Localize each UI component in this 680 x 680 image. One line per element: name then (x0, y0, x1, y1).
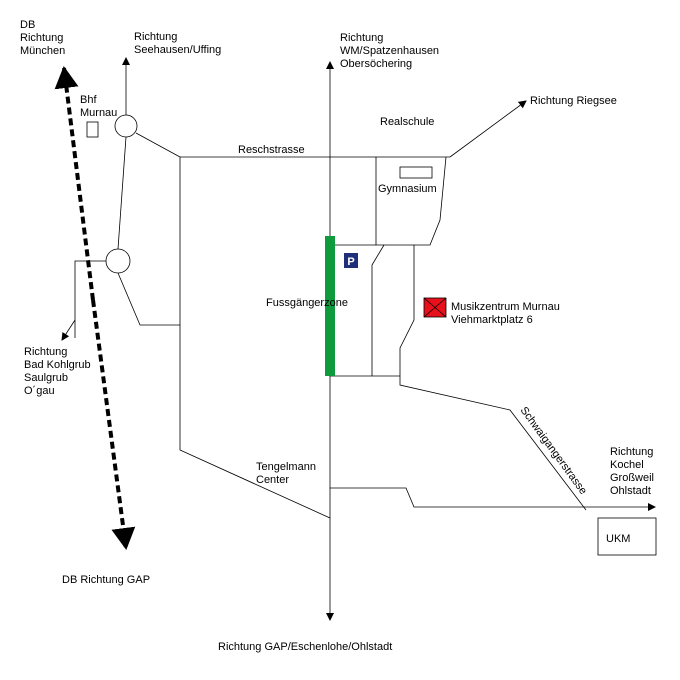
label-wm: Richtung WM/Spatzenhausen Obersöchering (340, 32, 442, 70)
station-building (86, 121, 99, 138)
roundabout-west (105, 248, 131, 274)
town-blocks (330, 156, 587, 511)
label-db-gap: DB Richtung GAP (62, 574, 150, 586)
parking-badge: P (344, 253, 358, 268)
roundabout-north (114, 114, 138, 138)
label-riegsee: Richtung Riegsee (530, 95, 617, 107)
gymnasium-building (399, 166, 433, 179)
label-tengelmann: Tengelmann Center (256, 461, 319, 486)
label-bhf: Bhf Murnau (80, 94, 117, 119)
label-ukm: UKM (606, 533, 630, 545)
label-reschstrasse: Reschstrasse (238, 144, 305, 156)
label-gymnasium: Gymnasium (378, 183, 437, 195)
label-schwaigangerstrasse: Schwaigangerstrasse (518, 405, 590, 497)
label-kohlgrub: Richtung Bad Kohlgrub Saulgrub O´gau (24, 346, 94, 397)
label-musikzentrum: Musikzentrum Murnau Viehmarktplatz 6 (451, 301, 563, 326)
label-fussgaengerzone: Fussgängerzone (266, 297, 348, 309)
parking-label: P (347, 256, 354, 268)
label-db-muenchen: DB Richtung München (20, 19, 66, 57)
music-center-marker (423, 297, 447, 318)
west-roads (61, 132, 181, 341)
label-kochel: Richtung Kochel Großweil Ohlstadt (610, 446, 657, 497)
south-roads (179, 325, 656, 519)
reschstrasse-road (180, 100, 527, 158)
label-seehausen: Richtung Seehausen/Uffing (134, 31, 221, 56)
pedestrian-zone (325, 236, 335, 376)
label-realschule: Realschule (380, 116, 434, 128)
railway-line (54, 66, 136, 550)
ukm-box (597, 517, 657, 556)
label-gap: Richtung GAP/Eschenlohe/Ohlstadt (218, 641, 392, 653)
